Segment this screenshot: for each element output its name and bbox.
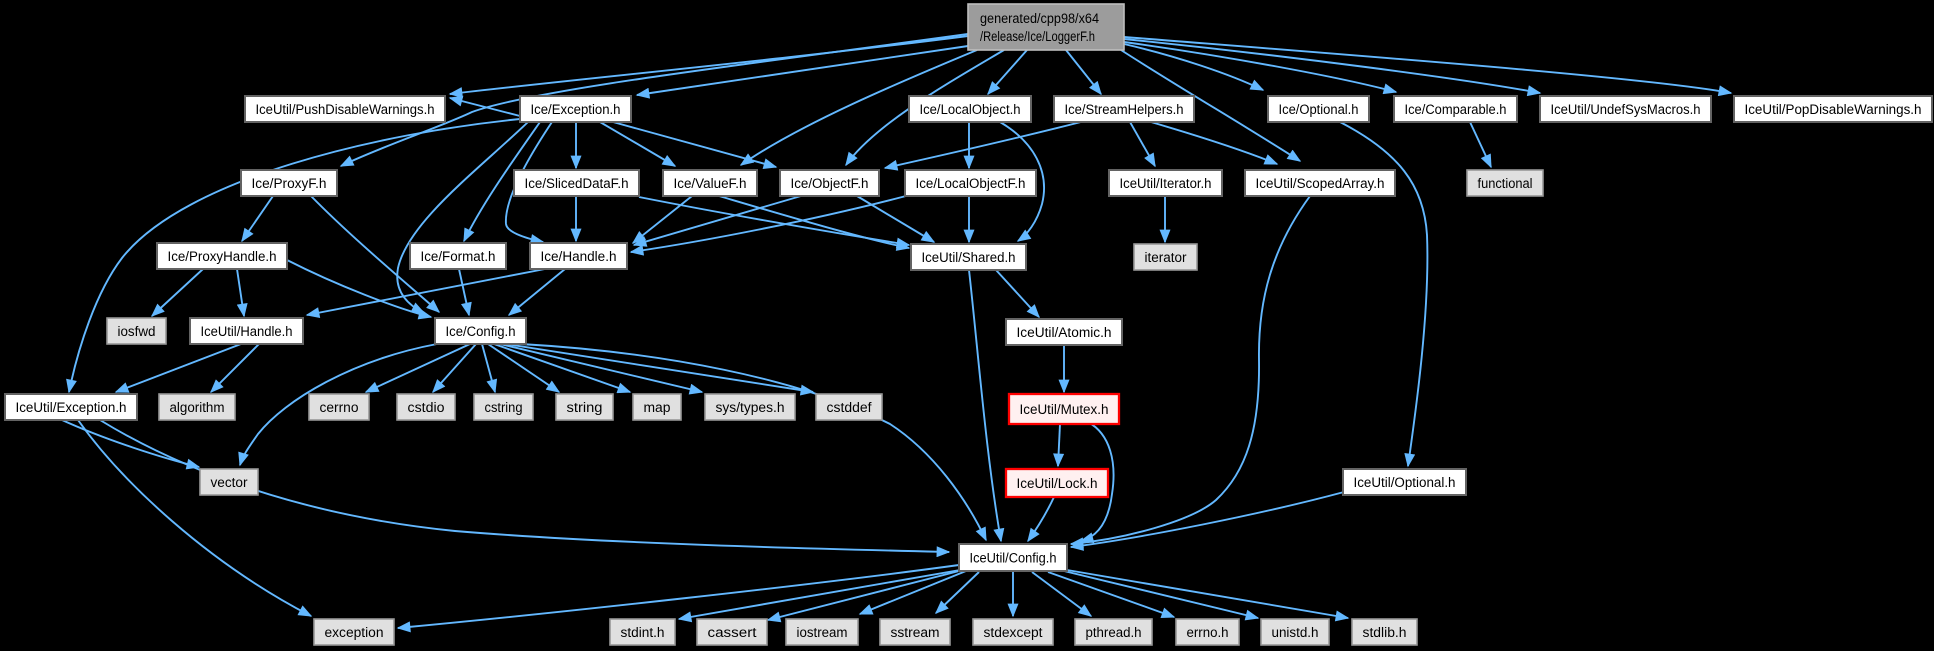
svg-text:/Release/Ice/LoggerF.h: /Release/Ice/LoggerF.h — [980, 29, 1095, 44]
svg-text:exception: exception — [325, 625, 384, 640]
svg-text:IceUtil/Optional.h: IceUtil/Optional.h — [1354, 475, 1456, 490]
svg-text:Ice/Config.h: Ice/Config.h — [446, 324, 516, 339]
svg-text:IceUtil/UndefSysMacros.h: IceUtil/UndefSysMacros.h — [1551, 102, 1701, 117]
svg-text:cstring: cstring — [485, 400, 523, 415]
svg-text:iostream: iostream — [797, 625, 848, 640]
svg-text:Ice/LocalObjectF.h: Ice/LocalObjectF.h — [916, 176, 1026, 191]
svg-text:stdint.h: stdint.h — [621, 625, 665, 640]
svg-text:generated/cpp98/x64: generated/cpp98/x64 — [980, 11, 1100, 26]
svg-text:Ice/ProxyHandle.h: Ice/ProxyHandle.h — [168, 249, 277, 264]
svg-text:IceUtil/PopDisableWarnings.h: IceUtil/PopDisableWarnings.h — [1745, 102, 1922, 117]
svg-text:IceUtil/Handle.h: IceUtil/Handle.h — [201, 324, 293, 339]
svg-text:iterator: iterator — [1145, 250, 1188, 265]
svg-text:map: map — [644, 400, 671, 415]
svg-text:pthread.h: pthread.h — [1086, 625, 1142, 640]
svg-text:functional: functional — [1478, 176, 1533, 191]
svg-text:IceUtil/PushDisableWarnings.h: IceUtil/PushDisableWarnings.h — [256, 102, 435, 117]
svg-text:IceUtil/Atomic.h: IceUtil/Atomic.h — [1017, 325, 1112, 340]
svg-text:cassert: cassert — [708, 625, 757, 640]
svg-text:Ice/ProxyF.h: Ice/ProxyF.h — [252, 176, 327, 191]
svg-text:Ice/Format.h: Ice/Format.h — [421, 249, 496, 264]
svg-text:Ice/StreamHelpers.h: Ice/StreamHelpers.h — [1065, 102, 1184, 117]
svg-text:string: string — [567, 400, 603, 415]
svg-text:stdexcept: stdexcept — [984, 625, 1043, 640]
svg-text:Ice/Handle.h: Ice/Handle.h — [541, 249, 617, 264]
svg-text:Ice/LocalObject.h: Ice/LocalObject.h — [920, 102, 1021, 117]
svg-text:IceUtil/Config.h: IceUtil/Config.h — [970, 550, 1057, 565]
svg-text:cstdio: cstdio — [408, 400, 445, 415]
svg-text:Ice/Optional.h: Ice/Optional.h — [1279, 102, 1359, 117]
svg-text:IceUtil/Lock.h: IceUtil/Lock.h — [1017, 476, 1098, 491]
svg-text:IceUtil/Mutex.h: IceUtil/Mutex.h — [1020, 402, 1109, 417]
svg-text:vector: vector — [211, 475, 249, 490]
svg-text:sys/types.h: sys/types.h — [716, 400, 785, 415]
svg-text:Ice/Comparable.h: Ice/Comparable.h — [1405, 102, 1507, 117]
svg-text:Ice/SlicedDataF.h: Ice/SlicedDataF.h — [525, 176, 629, 191]
svg-text:stdlib.h: stdlib.h — [1363, 625, 1407, 640]
svg-text:Ice/ObjectF.h: Ice/ObjectF.h — [791, 176, 869, 191]
svg-text:cerrno: cerrno — [320, 400, 359, 415]
svg-text:iosfwd: iosfwd — [118, 324, 156, 339]
svg-text:IceUtil/Iterator.h: IceUtil/Iterator.h — [1120, 176, 1212, 191]
svg-text:errno.h: errno.h — [1187, 625, 1229, 640]
svg-text:sstream: sstream — [891, 625, 940, 640]
svg-text:Ice/ValueF.h: Ice/ValueF.h — [674, 176, 747, 191]
svg-text:cstddef: cstddef — [827, 400, 872, 415]
svg-text:Ice/Exception.h: Ice/Exception.h — [531, 102, 621, 117]
svg-text:IceUtil/ScopedArray.h: IceUtil/ScopedArray.h — [1256, 176, 1385, 191]
svg-text:algorithm: algorithm — [170, 400, 225, 415]
svg-text:IceUtil/Shared.h: IceUtil/Shared.h — [922, 250, 1016, 265]
svg-text:IceUtil/Exception.h: IceUtil/Exception.h — [16, 400, 127, 415]
svg-text:unistd.h: unistd.h — [1272, 625, 1319, 640]
